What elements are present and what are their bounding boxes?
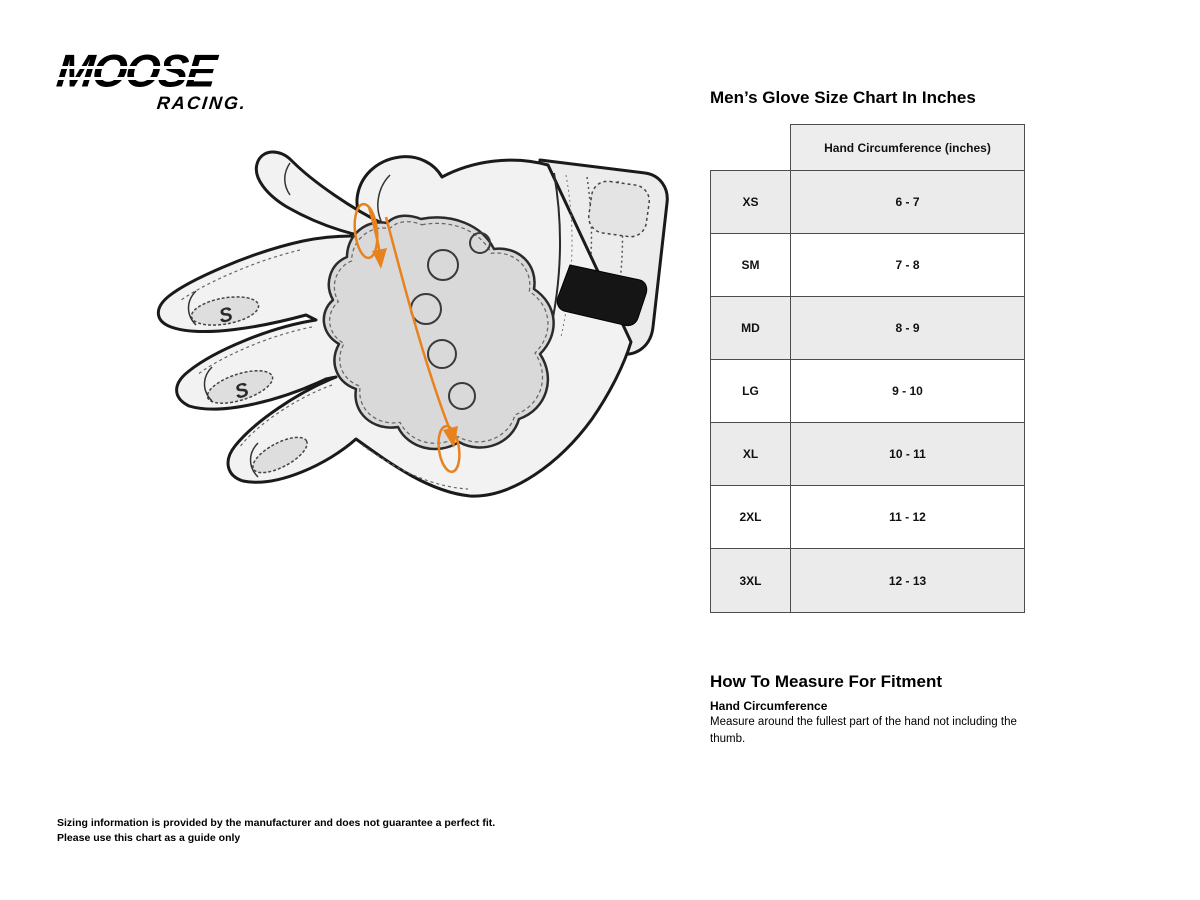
measure-title: How To Measure For Fitment (710, 672, 943, 691)
glove-illustration: S S (140, 115, 680, 535)
logo-stripe (53, 66, 253, 69)
measure-subtitle: Hand Circumference (710, 699, 828, 713)
table-body: XS 6 - 7 SM 7 - 8 MD 8 - 9 LG 9 - 10 XL 10 - 11 2X… (710, 170, 1025, 613)
hand-circumference-value: 12 - 13 (888, 573, 927, 588)
palm-padding (322, 214, 555, 451)
table-row: 2XL 11 - 12 (711, 486, 1024, 549)
brand-logo: MOOSE RACING. (53, 44, 253, 113)
measure-loop-top (353, 202, 379, 260)
index-fingertip (254, 150, 392, 241)
table-row: XS 6 - 7 (711, 171, 1024, 234)
disclaimer-line-2: Please use this chart as a guide only (57, 832, 241, 845)
hand-circumference-value: 7 - 8 (895, 258, 920, 272)
table-header-spacer (710, 124, 790, 170)
table-row: XL 10 - 11 (711, 423, 1024, 486)
fingertip-pads: S S (187, 290, 308, 478)
size-label: LG (711, 360, 791, 422)
hand-circumference-value: 8 - 9 (895, 321, 920, 335)
table-row: LG 9 - 10 (711, 360, 1024, 423)
hand-circumference-value: 11 - 12 (889, 510, 926, 524)
brand-logo-moose: MOOSE (54, 44, 218, 97)
table-header-row: Hand Circumference (inches) (710, 124, 1025, 170)
measure-loop-bottom (437, 424, 461, 474)
table-row: 3XL 12 - 13 (711, 549, 1024, 612)
disclaimer: Sizing information is provided by the ma… (57, 816, 495, 846)
hand-circumference-value: 9 - 10 (892, 384, 923, 398)
size-chart-title: Men’s Glove Size Chart In Inches (710, 88, 976, 107)
size-label: XS (711, 171, 791, 233)
table-row: MD 8 - 9 (711, 297, 1024, 360)
disclaimer-line-1: Sizing information is provided by the ma… (57, 817, 496, 829)
table-row: SM 7 - 8 (711, 234, 1024, 297)
size-label: 3XL (711, 549, 791, 612)
hand-circumference-value: 10 - 11 (889, 447, 926, 461)
size-label: MD (711, 297, 791, 359)
size-label: 2XL (711, 486, 791, 548)
glove-svg: S S (156, 150, 669, 498)
logo-stripe (53, 77, 253, 80)
size-chart-table: Hand Circumference (inches) XS 6 - 7 SM 7 -… (710, 124, 1025, 613)
finger-logo-glyph: S (217, 303, 235, 327)
size-label: SM (711, 234, 791, 296)
cuff-strap (556, 264, 648, 327)
measurement-arrows (353, 202, 461, 474)
measure-body-text: Measure around the fullest part of the h… (710, 716, 1017, 745)
brand-logo-racing: RACING. (156, 92, 249, 113)
measure-arrow-long (384, 216, 454, 436)
column-header-hand-circumference: Hand Circumference (inches) (790, 124, 1025, 170)
size-label: XL (711, 423, 791, 485)
hand-circumference-value: 6 - 7 (895, 195, 920, 209)
cuff-tab (587, 180, 651, 238)
